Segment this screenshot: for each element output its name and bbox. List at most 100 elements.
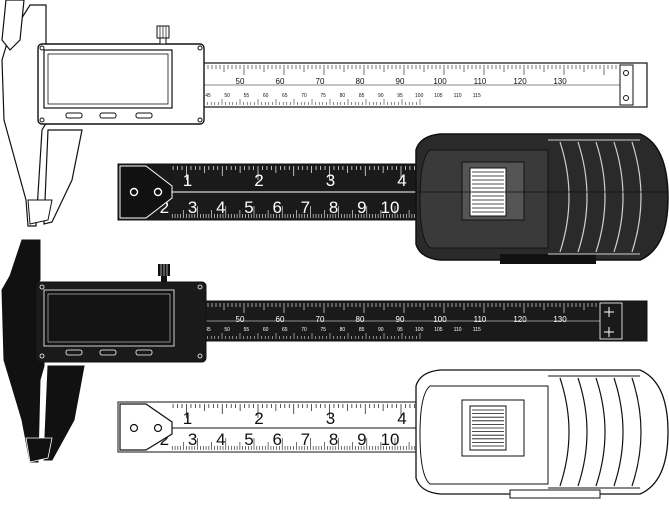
case-rib (577, 141, 588, 253)
screw-icon (197, 117, 203, 123)
hook-rivet-icon (129, 187, 139, 197)
lcd-screen (43, 289, 175, 347)
main-scale-label: 100 (433, 315, 447, 324)
screw-icon (197, 45, 203, 51)
vernier-scale-label: 75 (320, 93, 326, 99)
cm-label: 4 (216, 430, 225, 449)
vernier-scale-ticks (203, 99, 421, 105)
vernier-scale-label: 110 (454, 327, 462, 333)
vernier-scale-label: 50 (224, 327, 230, 333)
main-scale-label: 90 (396, 315, 405, 324)
cm-label: 6 (272, 430, 281, 449)
fixed-jaw (1, 239, 45, 463)
button-mode[interactable] (135, 349, 153, 356)
main-scale-ticks (203, 303, 597, 313)
cm-label: 8 (329, 198, 338, 217)
button-on-off[interactable] (65, 112, 83, 119)
cm-label: 10 (381, 198, 400, 217)
cm-label: 8 (329, 430, 338, 449)
vernier-scale-label: 55 (244, 93, 250, 99)
inch-label: 1 (183, 409, 192, 428)
case-rib (559, 141, 570, 253)
button-zero[interactable] (99, 349, 117, 356)
vernier-scale-label: 85 (359, 93, 365, 99)
vernier-scale-label: 60 (263, 93, 269, 99)
tape-ticks (171, 166, 418, 218)
cm-label: 5 (244, 430, 253, 449)
case-rib (631, 377, 642, 487)
screw-icon (39, 353, 45, 359)
cm-label: 10 (381, 430, 400, 449)
main-scale-label: 110 (474, 315, 487, 324)
cm-label: 5 (244, 198, 253, 217)
screw-icon (623, 70, 629, 76)
lock-grip-lines (472, 409, 504, 447)
main-scale-label: 120 (513, 77, 527, 86)
main-scale-label: 80 (356, 77, 365, 86)
lcd-screen (43, 49, 173, 109)
vernier-scale-label: 95 (397, 93, 403, 99)
tape-hook (119, 403, 173, 451)
main-scale-label: 90 (396, 77, 405, 86)
main-scale-label: 60 (276, 77, 285, 86)
cm-label: 6 (272, 198, 281, 217)
vernier-scale-label: 90 (378, 327, 384, 333)
case-rib (595, 377, 606, 487)
vernier-scale-label: 65 (282, 327, 288, 333)
case-rib (577, 377, 588, 487)
button-zero[interactable] (99, 112, 117, 119)
cm-label: 2 (160, 198, 169, 217)
vernier-scale-label: 105 (434, 93, 443, 99)
main-scale-label: 70 (316, 77, 325, 86)
inch-label: 3 (326, 171, 335, 190)
case-rib (613, 141, 624, 253)
cm-label: 4 (216, 198, 225, 217)
case-rib (631, 141, 642, 253)
main-scale-label: 100 (433, 77, 447, 86)
vernier-scale-label: 115 (473, 327, 481, 333)
vernier-scale-label: 110 (454, 93, 462, 99)
main-scale-label: 80 (356, 315, 365, 324)
main-scale-label: 110 (474, 77, 487, 86)
button-on-off[interactable] (65, 349, 83, 356)
screw-icon (39, 117, 45, 123)
inch-label: 4 (397, 409, 406, 428)
inch-label: 3 (326, 409, 335, 428)
vernier-scale-label: 95 (397, 327, 403, 333)
jaw-tip (25, 437, 53, 463)
case-ribs (548, 375, 642, 489)
main-scale-label: 60 (276, 315, 285, 324)
vernier-scale-label: 70 (301, 93, 307, 99)
main-scale-label: 50 (236, 77, 245, 86)
cm-label: 2 (160, 430, 169, 449)
main-scale-label: 120 (513, 315, 527, 324)
main-scale-label: 130 (553, 77, 567, 86)
lcd-inner-frame (47, 53, 169, 105)
cm-label: 9 (357, 198, 366, 217)
cm-label: 9 (357, 430, 366, 449)
vernier-scale-label: 90 (378, 93, 384, 99)
main-scale-label: 70 (316, 315, 325, 324)
case-ribs (548, 139, 642, 255)
vernier-scale-label: 80 (340, 93, 346, 99)
vernier-scale-label: 45 (205, 327, 211, 333)
vernier-scale-label: 115 (473, 93, 481, 99)
main-scale-label: 130 (553, 315, 567, 324)
vernier-scale-label: 50 (224, 93, 230, 99)
cm-label: 7 (301, 430, 310, 449)
vernier-scale-label: 100 (415, 327, 424, 333)
vernier-scale-label: 55 (244, 327, 250, 333)
inch-label: 4 (397, 171, 406, 190)
cm-label: 3 (188, 430, 197, 449)
button-mode[interactable] (135, 112, 153, 119)
tape-ticks (171, 404, 418, 450)
